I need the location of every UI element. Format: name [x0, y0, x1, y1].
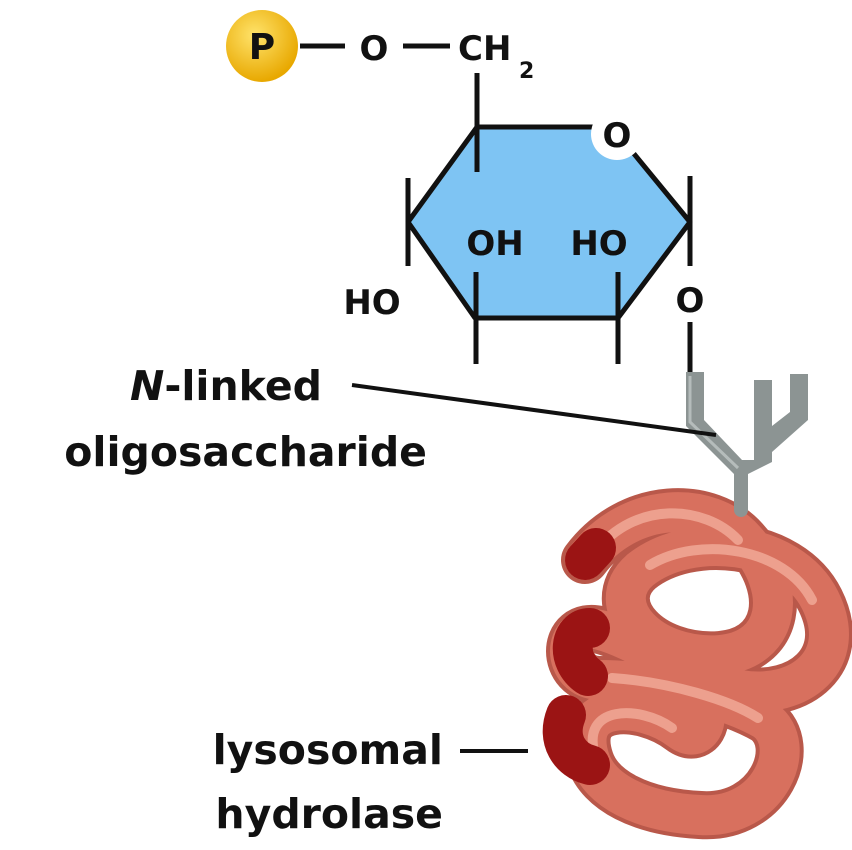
- hydrolase-label: hydrolase: [215, 790, 443, 838]
- ring-oxygen-gap: [591, 108, 643, 160]
- n-linked-label: N-linked: [130, 362, 322, 410]
- ch2-label: CH: [458, 29, 511, 69]
- linked-text: -linked: [164, 362, 322, 410]
- oh-label: OH: [466, 224, 523, 264]
- phosphoester-chain: O CH 2: [300, 29, 534, 127]
- lysosomal-hydrolase-protein: [542, 481, 852, 840]
- phosphate-group: P: [226, 10, 298, 82]
- protein-coil: [550, 492, 849, 836]
- n-italic: N: [130, 362, 164, 410]
- oligosaccharide-label: oligosaccharide: [64, 428, 427, 476]
- protein-coil-highlight: [587, 508, 817, 760]
- ho-left-label: HO: [343, 283, 400, 323]
- ring-oxygen-label: O: [603, 116, 632, 156]
- protein-end-low: [542, 695, 610, 785]
- n-linked-glycan: [686, 372, 808, 492]
- sugar-ring: O OH HO HO O: [343, 108, 704, 374]
- ho-inner-label: HO: [570, 224, 627, 264]
- protein-end-mid: [552, 608, 610, 696]
- glycan-leader-line: [351, 383, 717, 437]
- ester-oxygen-label: O: [360, 29, 389, 69]
- glycan-shape: [686, 372, 808, 492]
- n-linked-oligosaccharide-callout: N-linked oligosaccharide: [64, 362, 717, 476]
- glycosidic-oxygen-label: O: [676, 281, 705, 321]
- glycan-highlight: [688, 376, 740, 470]
- protein-end-top: [565, 528, 616, 580]
- lysosomal-label: lysosomal: [213, 726, 443, 774]
- phosphate-circle: [226, 10, 298, 82]
- ring-face: [405, 124, 693, 321]
- lysosomal-hydrolase-callout: lysosomal hydrolase: [213, 726, 528, 838]
- ch2-subscript: 2: [519, 59, 534, 84]
- phosphate-label: P: [249, 27, 275, 68]
